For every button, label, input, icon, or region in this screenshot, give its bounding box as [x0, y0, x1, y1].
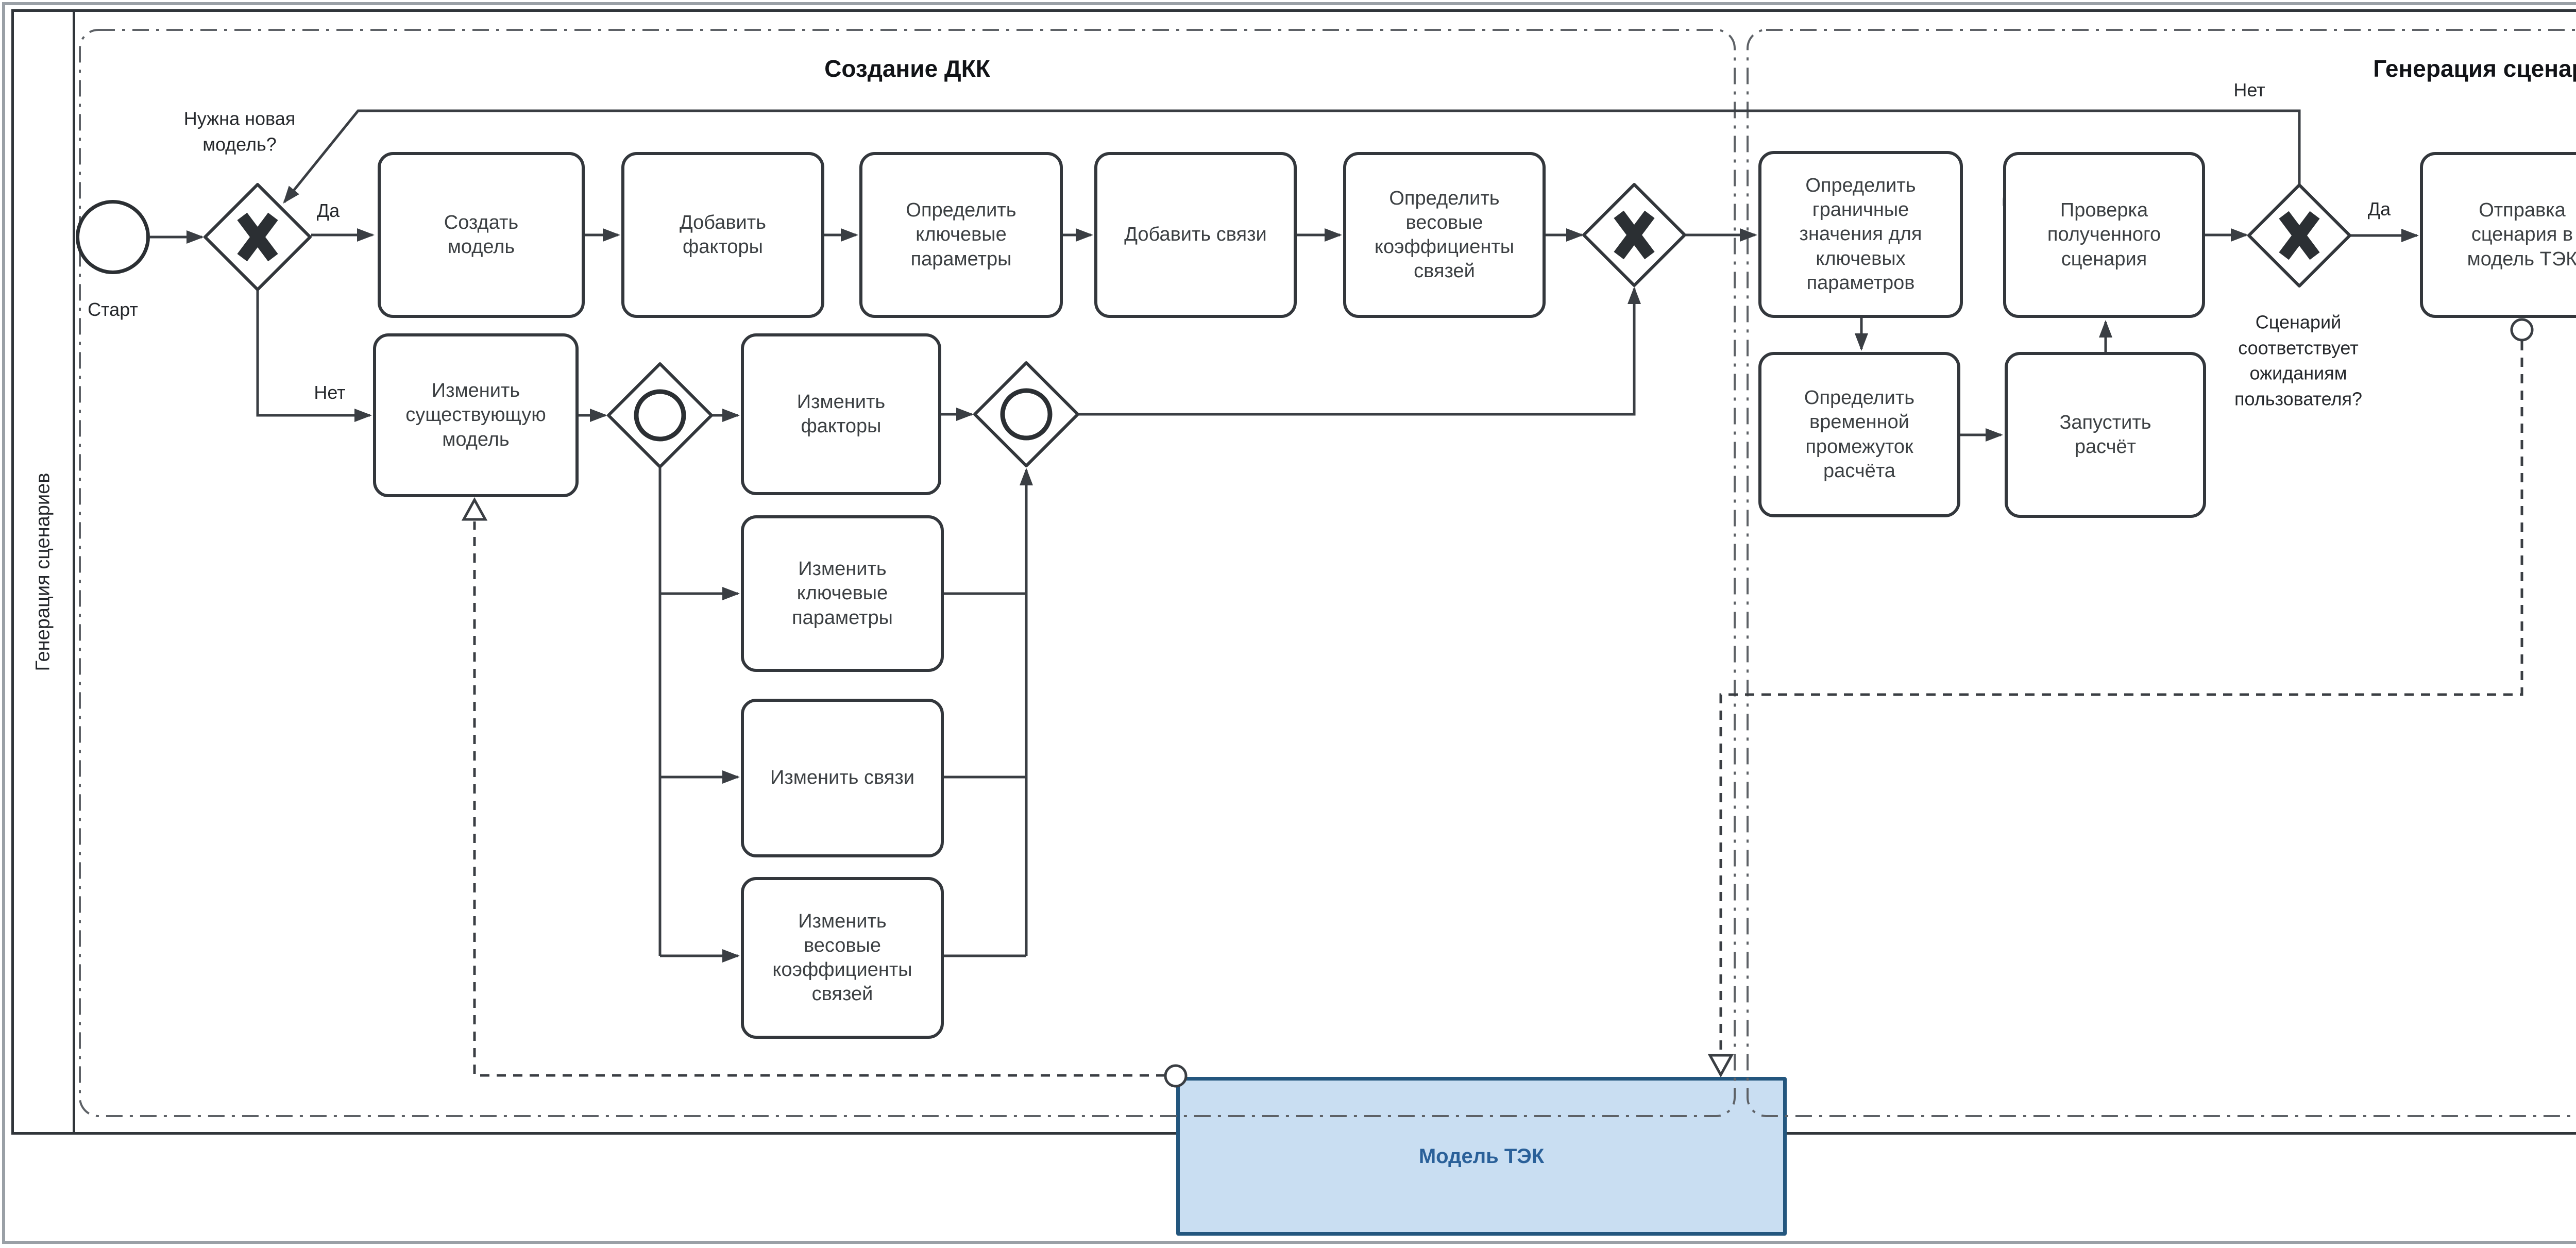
label-start: Старт — [88, 299, 138, 321]
lane-divider — [73, 9, 75, 1135]
gateway-or-merge — [973, 361, 1079, 467]
gateway-or-split — [607, 362, 713, 468]
task-modify-weights: Изменить весовые коэффициенты связей — [741, 877, 944, 1039]
or-marker-1 — [634, 389, 686, 442]
task-send-scenario: Отправка сценария в модель ТЭК — [2420, 152, 2576, 318]
assoc-source-dot-modeltek — [1164, 1064, 1188, 1088]
task-modify-model: Изменить существующую модель — [373, 333, 579, 497]
label-yes-1: Да — [312, 198, 344, 224]
assoc-modeltek-to-modify-model — [473, 521, 1165, 1077]
task-modify-links: Изменить связи — [741, 699, 944, 857]
label-yes-2: Да — [2363, 196, 2395, 222]
task-check-scenario: Проверка полученного сценария — [2003, 152, 2205, 318]
group-title-create-dkk: Создание ДКК — [824, 55, 990, 82]
task-define-timespan: Определить временной промежуток расчёта — [1758, 352, 1960, 517]
task-define-weights: Определить весовые коэффициенты связей — [1343, 152, 1546, 318]
group-create-dkk — [79, 29, 1736, 1117]
task-run-calc: Запустить расчёт — [2005, 352, 2206, 518]
datastore-model-tek: Модель ТЭК — [1176, 1077, 1787, 1236]
assoc-source-dot-send-scenario — [2510, 318, 2534, 342]
group-title-generate-scenarios: Генерация сценариев — [2373, 55, 2576, 82]
label-need-new-model: Нужна новая модель? — [179, 106, 300, 157]
task-define-key-params: Определить ключевые параметры — [859, 152, 1063, 318]
flow-ogw2-to-gw2 — [1078, 286, 1641, 416]
label-no-2: Нет — [2229, 77, 2269, 103]
event-start — [76, 200, 150, 274]
task-add-factors: Добавить факторы — [621, 152, 824, 318]
xor-marker-2b — [1614, 210, 1655, 260]
flow-gw3-no-return — [283, 109, 2301, 204]
label-scenario-ok: Сценарий соответствует ожиданиям пользов… — [2230, 309, 2366, 412]
task-add-links: Добавить связи — [1094, 152, 1297, 318]
task-create-model: Создать модель — [378, 152, 585, 318]
flow-gw1-no — [256, 290, 372, 422]
group-generate-scenarios — [1747, 29, 2576, 1117]
label-no-1: Нет — [310, 380, 350, 406]
assoc-arrow-open-up — [461, 497, 488, 521]
assoc-arrow-open-down — [1707, 1054, 1734, 1078]
or-marker-2 — [1000, 388, 1053, 441]
task-modify-factors: Изменить факторы — [741, 333, 941, 495]
xor-marker-3b — [2279, 211, 2320, 260]
task-define-bounds: Определить граничные значения для ключев… — [1758, 151, 1963, 318]
xor-marker-1b — [237, 212, 278, 262]
task-modify-key-params: Изменить ключевые параметры — [741, 515, 944, 672]
